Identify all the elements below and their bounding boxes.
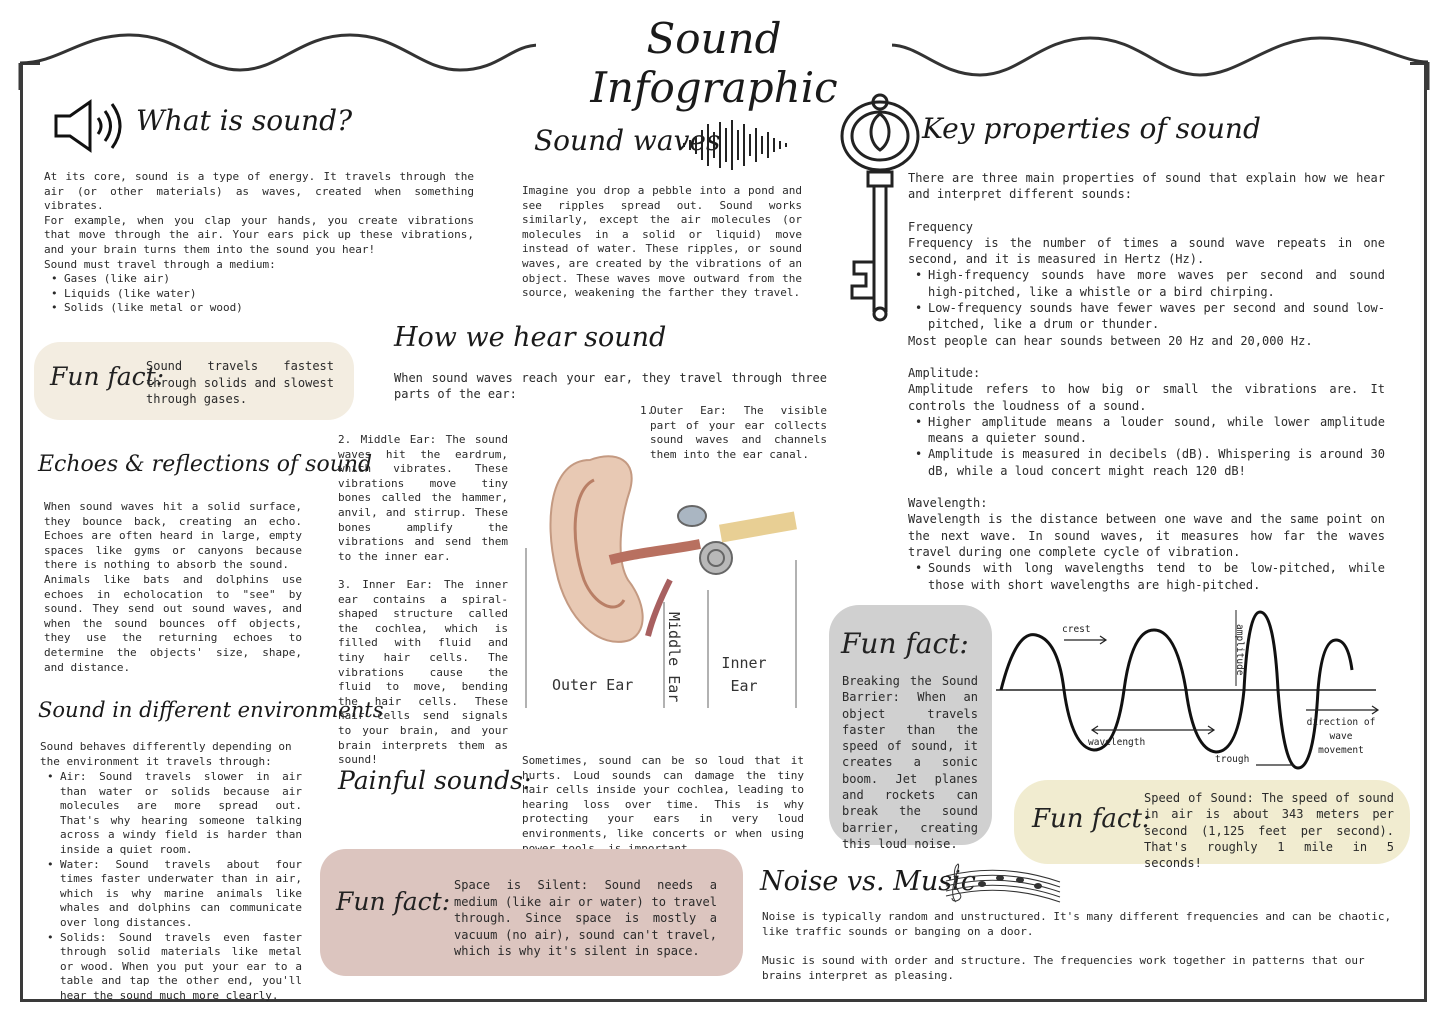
frequency-note: Most people can hear sounds between 20 H… — [908, 333, 1313, 348]
key-intro: There are three main properties of sound… — [908, 171, 1385, 202]
frequency-body: Frequency is the number of times a sound… — [908, 235, 1385, 267]
fun-fact-box: Fun fact: Breaking the Sound Barrier: Wh… — [829, 605, 992, 851]
fun-fact-text: Speed of Sound: The speed of sound in ai… — [1144, 791, 1394, 871]
list-item: Gases (like air) — [44, 272, 344, 287]
wavelength-title: Wavelength: — [908, 496, 988, 511]
music-notes-icon — [945, 863, 1061, 903]
fun-fact-text: Sound travels fastest through solids and… — [146, 359, 334, 406]
inner-ear-text: 3. Inner Ear: The inner ear contains a s… — [338, 578, 508, 767]
fun-fact-label: Fun fact: — [50, 362, 165, 391]
environments-list: Air: Sound travels slower in air than wa… — [40, 770, 302, 1004]
list-item: Water: Sound travels about four times fa… — [40, 858, 302, 931]
list-item: Sounds with long wavelengths tend to be … — [908, 560, 1385, 593]
direction-label: direction of wave movement — [1306, 717, 1376, 756]
trough-label: trough — [1215, 754, 1250, 765]
noise-heading: Noise vs. Music — [760, 866, 976, 897]
environments-heading: Sound in different environments — [38, 698, 384, 722]
painful-heading: Painful sounds: — [338, 766, 532, 795]
inner-ear-label: Inner Ear — [721, 654, 767, 695]
fun-fact-box: Fun fact: Space is Silent: Sound needs a… — [320, 849, 743, 976]
key-heading: Key properties of sound — [922, 112, 1261, 145]
ear-illustration — [525, 455, 797, 708]
amplitude-list: Higher amplitude means a louder sound, w… — [908, 414, 1385, 479]
amplitude-body: Amplitude refers to how big or small the… — [908, 382, 1385, 413]
painful-body: Sometimes, sound can be so loud that it … — [522, 754, 804, 855]
middle-ear-text: 2. Middle Ear: The sound waves hit the e… — [338, 433, 508, 563]
echoes-heading: Echoes & reflections of sound — [38, 452, 373, 477]
middle-ear-label: Middle Ear — [665, 612, 683, 703]
list-item: Solids (like metal or wood) — [44, 301, 344, 316]
speaker-icon — [54, 99, 122, 153]
medium-intro: Sound must travel through a medium: — [44, 258, 276, 271]
fun-fact-label: Fun fact: — [1032, 804, 1151, 834]
list-item: Higher amplitude means a louder sound, w… — [908, 414, 1385, 447]
frequency-title: Frequency — [908, 219, 974, 234]
list-item: Air: Sound travels slower in air than wa… — [40, 770, 302, 858]
what-body: At its core, sound is a type of energy. … — [44, 170, 474, 256]
list-item: Solids: Sound travels even faster throug… — [40, 931, 302, 1004]
fun-fact-box: Fun fact: Sound travels fastest through … — [34, 342, 354, 420]
echoes-body: When sound waves hit a solid surface, th… — [44, 500, 302, 674]
wavelength-body: Wavelength is the distance between one w… — [908, 512, 1385, 559]
frequency-list: High-frequency sounds have more waves pe… — [908, 267, 1385, 332]
fun-fact-text: Breaking the Sound Barrier: When an obje… — [842, 674, 978, 851]
list-item: Low-frequency sounds have fewer waves pe… — [908, 300, 1385, 333]
waveform-icon — [683, 120, 787, 170]
fun-fact-label: Fun fact: — [841, 627, 969, 660]
amplitude-label: amplitude — [1234, 624, 1245, 676]
outer-ear-number: 1. — [640, 404, 654, 417]
fun-fact-box: Fun fact: Speed of Sound: The speed of s… — [1014, 780, 1410, 870]
list-item: Amplitude is measured in decibels (dB). … — [908, 446, 1385, 479]
page-title: Sound Infographic — [536, 14, 892, 112]
list-item: Liquids (like water) — [44, 287, 344, 302]
outer-ear-label: Outer Ear — [552, 676, 634, 694]
noise-text: Noise is typically random and unstructur… — [762, 910, 1392, 938]
fun-fact-label: Fun fact: — [336, 887, 451, 916]
key-properties-text: There are three main properties of sound… — [908, 170, 1385, 593]
amplitude-title: Amplitude: — [908, 365, 981, 380]
environments-intro: Sound behaves differently depending on t… — [40, 740, 292, 768]
wavelength-label: wavelength — [1088, 737, 1146, 748]
hear-heading: How we hear sound — [394, 322, 667, 353]
waves-body: Imagine you drop a pebble into a pond an… — [522, 184, 802, 300]
wavelength-list: Sounds with long wavelengths tend to be … — [908, 560, 1385, 593]
outer-ear-text: Outer Ear: The visible part of your ear … — [650, 404, 827, 461]
key-icon — [840, 93, 920, 322]
what-heading: What is sound? — [136, 104, 353, 137]
media-list: Gases (like air) Liquids (like water) So… — [44, 272, 344, 316]
fun-fact-text: Space is Silent: Sound needs a medium (l… — [454, 878, 717, 958]
wave-diagram — [996, 610, 1380, 770]
crest-label: crest — [1062, 624, 1091, 635]
music-text: Music is sound with order and structure.… — [762, 954, 1365, 982]
list-item: High-frequency sounds have more waves pe… — [908, 267, 1385, 300]
hear-intro: When sound waves reach your ear, they tr… — [394, 371, 827, 401]
